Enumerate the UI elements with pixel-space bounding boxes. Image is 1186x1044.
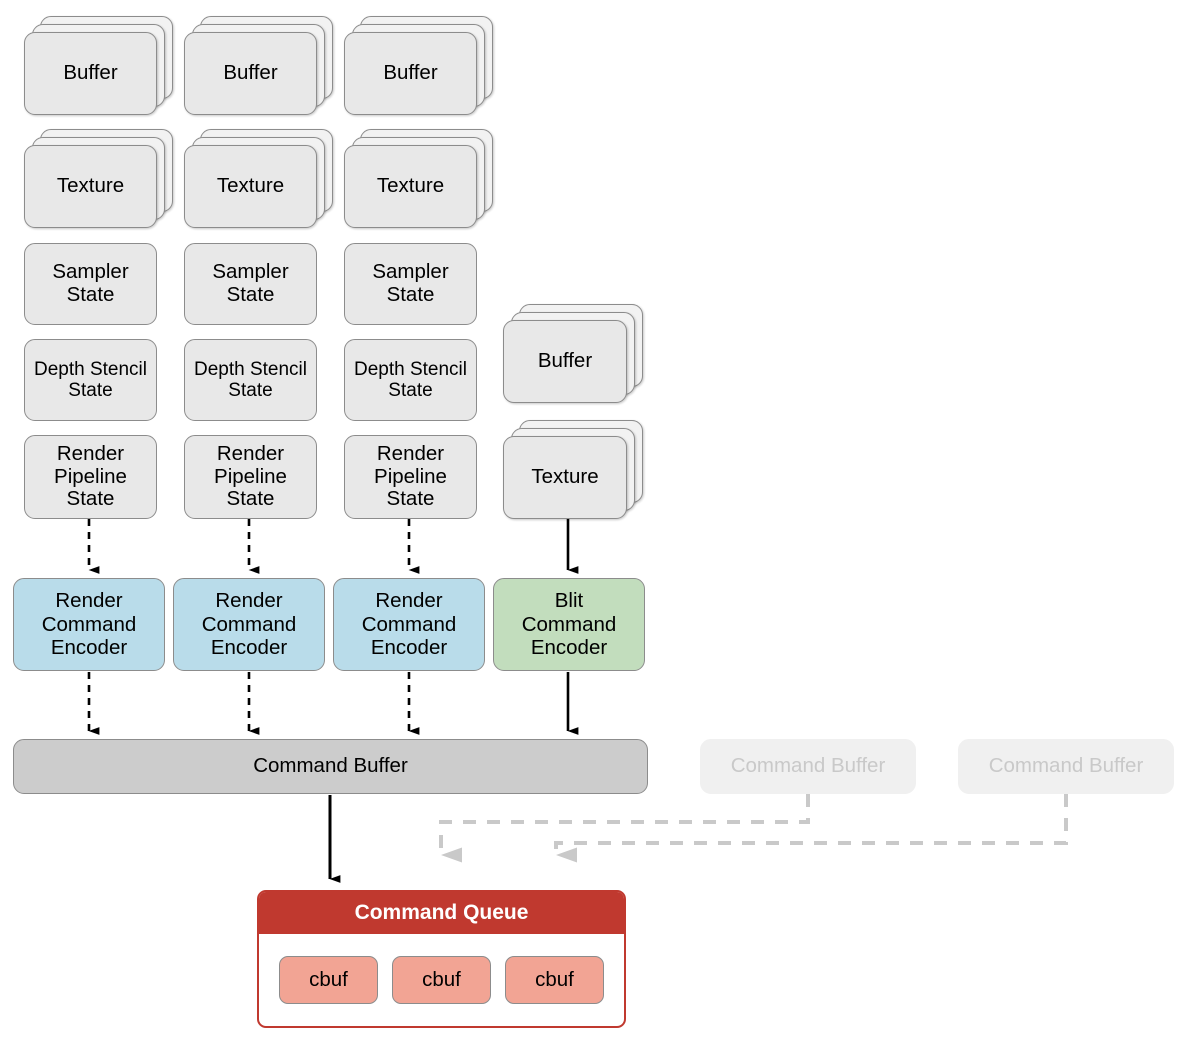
resource-card-buffer[interactable]: Buffer	[24, 32, 157, 115]
card-label: Buffer	[383, 61, 438, 85]
queue-item-cbuf[interactable]: cbuf	[505, 956, 604, 1004]
resource-card-buffer[interactable]: Buffer	[344, 32, 477, 115]
command-buffer-active[interactable]: Command Buffer	[13, 739, 648, 794]
queue-item-cbuf[interactable]: cbuf	[279, 956, 378, 1004]
command-buffer-label: Command Buffer	[988, 754, 1144, 778]
resource-card-texture[interactable]: Texture	[344, 145, 477, 228]
command-queue-title-label: Command Queue	[354, 901, 529, 924]
wire-ghost-cmdbuf-3-to-queue	[554, 794, 1068, 863]
card-label: Texture	[56, 174, 125, 198]
resource-card-buffer[interactable]: Buffer	[184, 32, 317, 115]
resource-stack-texture-c4[interactable]: Texture	[503, 420, 643, 519]
command-queue-title: Command Queue	[259, 892, 624, 934]
card-label: Buffer	[63, 61, 118, 85]
card-label: Texture	[531, 465, 599, 489]
command-buffer-ghost-2[interactable]: Command Buffer	[958, 739, 1174, 794]
queue-item-label: cbuf	[535, 968, 574, 991]
queue-item-label: cbuf	[422, 968, 461, 991]
card-label: Texture	[376, 174, 445, 198]
resource-stack-texture-c2[interactable]: Texture	[184, 129, 333, 228]
resource-card-texture[interactable]: Texture	[184, 145, 317, 228]
queue-item-cbuf[interactable]: cbuf	[392, 956, 491, 1004]
card-label: Buffer	[537, 349, 593, 373]
resource-card-texture[interactable]: Texture	[503, 436, 627, 519]
resource-stack-texture-c1[interactable]: Texture	[24, 129, 173, 228]
card-label: Texture	[216, 174, 285, 198]
card-label: Buffer	[223, 61, 278, 85]
command-queue[interactable]: Command Queue cbuf cbuf cbuf	[257, 890, 626, 1028]
resource-stack-buffer-c2[interactable]: Buffer	[184, 16, 333, 115]
queue-item-label: cbuf	[309, 968, 348, 991]
resource-stack-texture-c3[interactable]: Texture	[344, 129, 493, 228]
wire-ghost-cmdbuf-2-to-queue	[439, 794, 810, 863]
resource-card-buffer[interactable]: Buffer	[503, 320, 627, 403]
resource-stack-buffer-c4[interactable]: Buffer	[503, 304, 643, 403]
command-buffer-label: Command Buffer	[253, 754, 408, 778]
resource-card-texture[interactable]: Texture	[24, 145, 157, 228]
resource-stack-buffer-c1[interactable]: Buffer	[24, 16, 173, 115]
command-buffer-ghost-1[interactable]: Command Buffer	[700, 739, 916, 794]
command-queue-items: cbuf cbuf cbuf	[259, 934, 624, 1026]
resource-stack-buffer-c3[interactable]: Buffer	[344, 16, 493, 115]
command-buffer-label: Command Buffer	[730, 754, 886, 778]
